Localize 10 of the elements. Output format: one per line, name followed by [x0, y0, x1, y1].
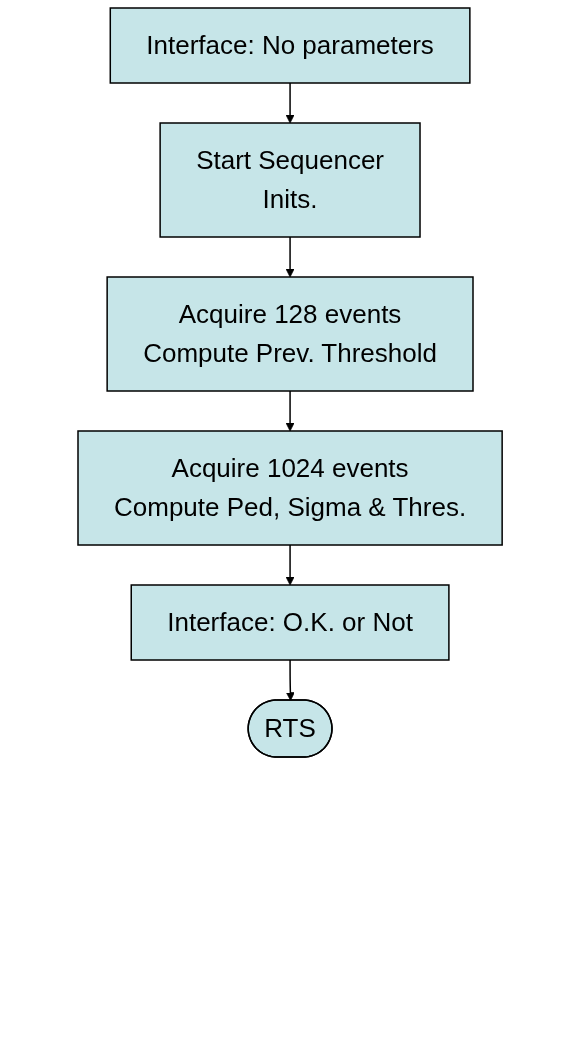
arrow	[286, 390, 295, 432]
node-box: Start Sequencer Inits.	[159, 122, 422, 238]
node-box: Acquire 1024 events Compute Ped, Sigma & Thres.	[77, 430, 504, 546]
node-box: Interface: No parameters	[109, 7, 472, 84]
arrow	[286, 659, 296, 701]
arrow	[286, 236, 295, 278]
node-box: Interface: O.K. or Not	[130, 584, 451, 661]
arrow	[286, 544, 295, 586]
arrow	[286, 82, 295, 124]
node-box: Acquire 128 events Compute Prev. Threshold	[106, 276, 475, 392]
